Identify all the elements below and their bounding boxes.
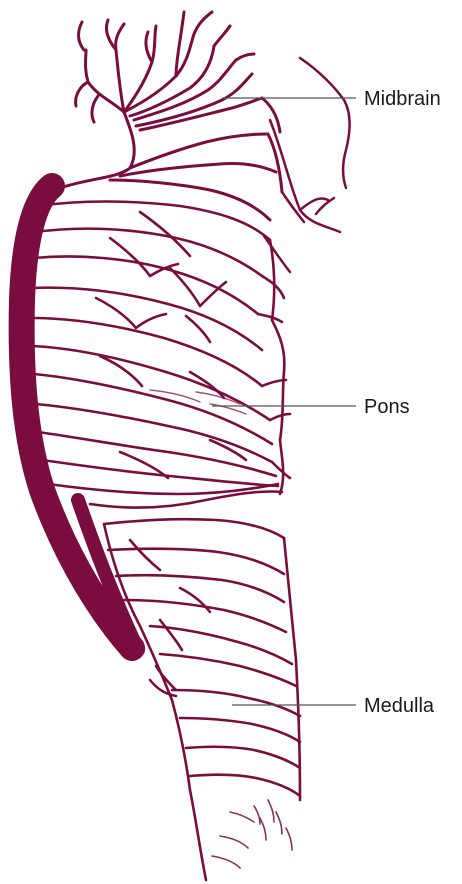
medulla-fine-vessels [212,800,292,868]
medulla-label: Medulla [364,695,435,717]
midbrain-label: Midbrain [364,88,441,110]
pons-label: Pons [364,396,410,418]
medulla-vessels [104,519,300,880]
pons-vessels [32,202,290,508]
midbrain-vessels [60,12,282,220]
